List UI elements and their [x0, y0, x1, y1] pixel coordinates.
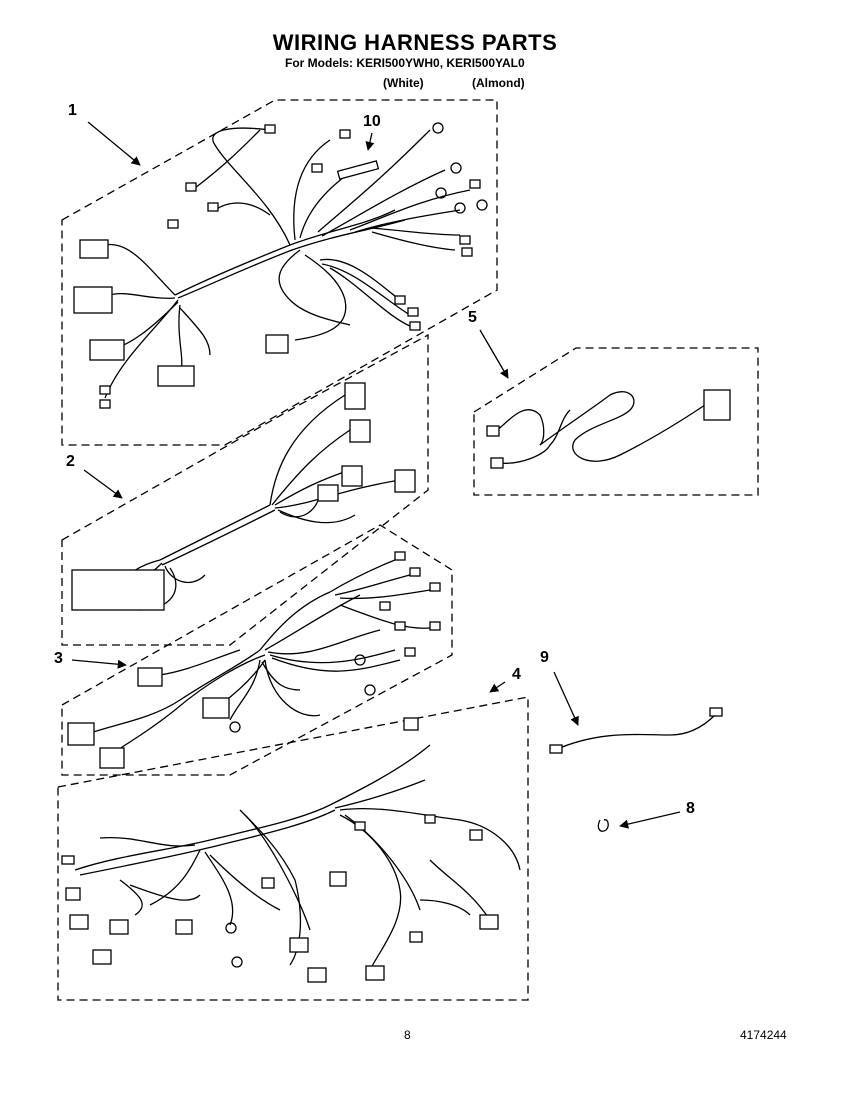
harness-part-3[interactable]: [61, 524, 453, 776]
callout-2: 2: [66, 453, 75, 470]
harness-part-4[interactable]: [57, 696, 529, 1001]
callout-9: 9: [540, 649, 549, 666]
callout-3: 3: [54, 650, 63, 667]
callout-5: 5: [468, 309, 477, 326]
document-number: 4174244: [740, 1028, 787, 1042]
wire-part-9[interactable]: [549, 707, 723, 754]
page-title: WIRING HARNESS PARTS: [272, 30, 558, 55]
harness-part-1[interactable]: [61, 99, 498, 446]
models-line: For Models: KERI500YWH0, KERI500YAL0: [285, 56, 525, 70]
variant-white-label: (White): [383, 76, 424, 90]
clip-part-8[interactable]: [597, 819, 609, 832]
harness-part-5[interactable]: [473, 347, 759, 496]
callout-4: 4: [512, 666, 521, 683]
callout-1: 1: [68, 102, 77, 119]
harness-part-2[interactable]: [61, 333, 429, 646]
callout-8: 8: [686, 800, 695, 817]
leader-lines: [71, 121, 681, 829]
callout-10: 10: [363, 113, 381, 130]
page-number: 8: [404, 1028, 411, 1042]
variant-almond-label: (Almond): [472, 76, 525, 90]
